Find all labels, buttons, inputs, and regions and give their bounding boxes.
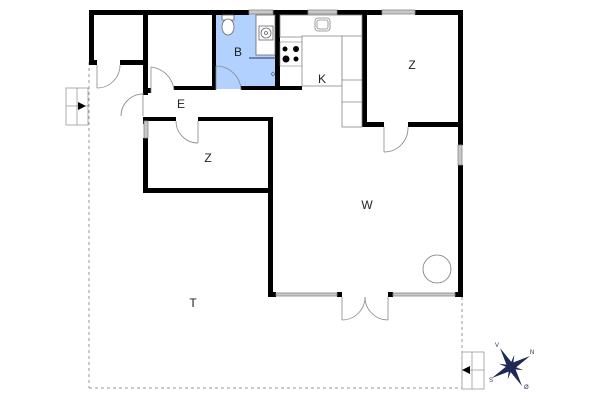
compass-rose-icon bbox=[491, 347, 531, 387]
terrace-boundary bbox=[88, 62, 463, 389]
room-label-terrace: T bbox=[189, 296, 197, 310]
round-table-icon bbox=[422, 254, 452, 284]
room-label-entrance: E bbox=[176, 97, 186, 111]
entry-arrow-east-icon bbox=[461, 351, 485, 390]
compass-label-n: N bbox=[530, 350, 534, 356]
compass-label-o: Ø bbox=[524, 385, 529, 391]
room-label-bathroom: B bbox=[233, 45, 243, 59]
walls bbox=[89, 10, 463, 297]
compass-label-s: S bbox=[489, 378, 493, 384]
room-label-bedroom-2: Z bbox=[204, 151, 212, 165]
doors bbox=[96, 64, 409, 321]
kitchen-counter bbox=[279, 14, 363, 128]
kitchen-sink-icon bbox=[314, 17, 331, 32]
drain-icon bbox=[270, 71, 276, 77]
room-label-bedroom-1: Z bbox=[408, 58, 416, 72]
compass-label-v: V bbox=[495, 343, 499, 349]
room-label-living-room: W bbox=[361, 198, 373, 212]
room-label-kitchen: K bbox=[317, 72, 327, 86]
toilet-icon bbox=[221, 14, 235, 36]
windows bbox=[143, 9, 463, 297]
stove-icon bbox=[279, 41, 303, 67]
sink-icon bbox=[255, 14, 276, 56]
entry-arrow-west-icon bbox=[65, 87, 89, 126]
